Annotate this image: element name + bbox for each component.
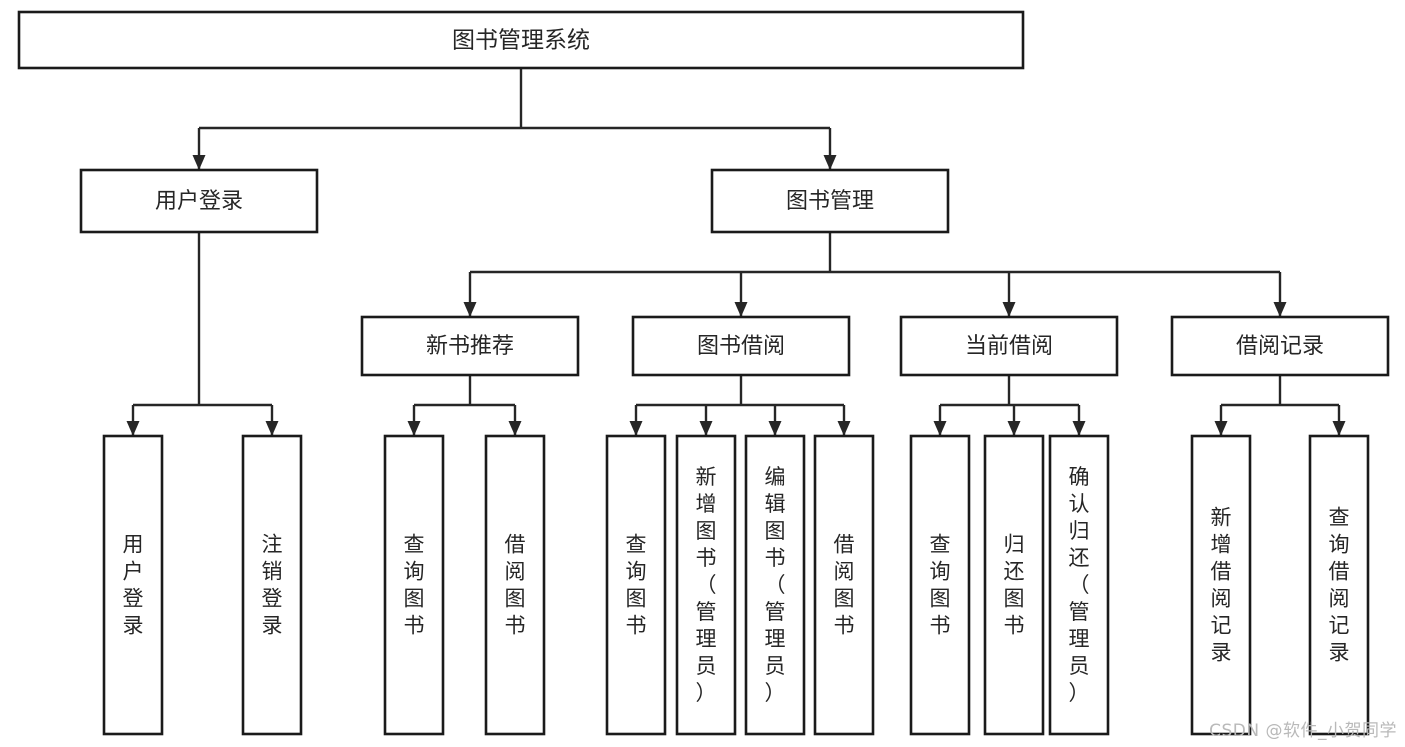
leaf-node-leaf-query-book-current[interactable]: 查询图书 bbox=[909, 434, 971, 736]
leaf-node-box[interactable] bbox=[383, 434, 445, 736]
leaf-node-leaf-add-book-admin[interactable]: 新增图书（管理员） bbox=[675, 434, 737, 736]
connector-arrowhead bbox=[1007, 421, 1021, 436]
leaf-node-leaf-add-borrow-record[interactable]: 新增借阅记录 bbox=[1190, 434, 1252, 736]
connectors-layer bbox=[126, 68, 1346, 436]
connector-arrowhead bbox=[192, 155, 206, 170]
leaf-node-label: 新增借阅记录 bbox=[1211, 506, 1232, 665]
leaf-node-leaf-logout-login[interactable]: 注销登录 bbox=[241, 434, 303, 736]
connector-arrowhead bbox=[508, 421, 522, 436]
level2-node-book-manage[interactable]: 图书管理 bbox=[710, 168, 950, 234]
leaf-node-leaf-return-book[interactable]: 归还图书 bbox=[983, 434, 1045, 736]
leaf-node-leaf-query-book-rec[interactable]: 查询图书 bbox=[383, 434, 445, 736]
connector-arrowhead bbox=[837, 421, 851, 436]
level3-node-new-book-recommend[interactable]: 新书推荐 bbox=[360, 315, 580, 377]
connector-arrowhead bbox=[1002, 302, 1016, 317]
level2-node-user-login-box[interactable] bbox=[79, 168, 319, 234]
leaf-node-leaf-query-borrow-record[interactable]: 查询借阅记录 bbox=[1308, 434, 1370, 736]
level2-node-book-manage-box[interactable] bbox=[710, 168, 950, 234]
level3-node-borrow-record[interactable]: 借阅记录 bbox=[1170, 315, 1390, 377]
leaf-node-label: 查询借阅记录 bbox=[1329, 506, 1350, 665]
connector-arrowhead bbox=[629, 421, 643, 436]
leaf-node-label: 借阅图书 bbox=[505, 533, 526, 638]
leaf-node-leaf-user-login[interactable]: 用户登录 bbox=[102, 434, 164, 736]
level2-node-user-login[interactable]: 用户登录 bbox=[79, 168, 319, 234]
connector-arrowhead bbox=[933, 421, 947, 436]
leaf-node-box[interactable] bbox=[813, 434, 875, 736]
leaf-node-label: 确认归还（管理员） bbox=[1069, 465, 1090, 705]
root-node-root-box[interactable] bbox=[17, 10, 1025, 70]
connector-group bbox=[126, 232, 279, 436]
level3-node-current-borrow-label: 当前借阅 bbox=[965, 334, 1053, 359]
leaf-node-label: 查询图书 bbox=[930, 533, 951, 638]
leaf-node-leaf-edit-book-admin[interactable]: 编辑图书（管理员） bbox=[744, 434, 806, 736]
leaf-node-box[interactable] bbox=[744, 434, 806, 736]
level3-node-book-borrow[interactable]: 图书借阅 bbox=[631, 315, 851, 377]
level3-node-current-borrow[interactable]: 当前借阅 bbox=[899, 315, 1119, 377]
connector-arrowhead bbox=[1214, 421, 1228, 436]
connector-arrowhead bbox=[463, 302, 477, 317]
root-node-root[interactable]: 图书管理系统 bbox=[17, 10, 1025, 70]
leaf-node-box[interactable] bbox=[484, 434, 546, 736]
connector-arrowhead bbox=[1273, 302, 1287, 317]
connector-arrowhead bbox=[265, 421, 279, 436]
leaf-node-box[interactable] bbox=[605, 434, 667, 736]
leaf-node-box[interactable] bbox=[675, 434, 737, 736]
leaf-node-box[interactable] bbox=[983, 434, 1045, 736]
connector-group bbox=[629, 375, 851, 436]
csdn-watermark: CSDN @软件_小贺同学 bbox=[1209, 721, 1397, 741]
level2-node-user-login-label: 用户登录 bbox=[155, 189, 243, 214]
leaf-node-leaf-query-book-borrow[interactable]: 查询图书 bbox=[605, 434, 667, 736]
connector-arrowhead bbox=[1072, 421, 1086, 436]
leaf-node-leaf-borrow-book-rec[interactable]: 借阅图书 bbox=[484, 434, 546, 736]
connector-arrowhead bbox=[823, 155, 837, 170]
leaf-node-label: 查询图书 bbox=[404, 533, 425, 638]
level3-node-current-borrow-box[interactable] bbox=[899, 315, 1119, 377]
leaf-node-label: 用户登录 bbox=[123, 533, 144, 638]
root-node-root-label: 图书管理系统 bbox=[452, 28, 590, 54]
level2-node-book-manage-label: 图书管理 bbox=[786, 189, 874, 214]
connector-arrowhead bbox=[1332, 421, 1346, 436]
connector-group bbox=[407, 375, 522, 436]
connector-arrowhead bbox=[699, 421, 713, 436]
level3-node-borrow-record-label: 借阅记录 bbox=[1236, 334, 1324, 359]
connector-group bbox=[1214, 375, 1346, 436]
level3-node-new-book-recommend-label: 新书推荐 bbox=[426, 334, 514, 359]
connector-arrowhead bbox=[407, 421, 421, 436]
leaf-node-leaf-confirm-return-admin[interactable]: 确认归还（管理员） bbox=[1048, 434, 1110, 736]
leaf-node-box[interactable] bbox=[909, 434, 971, 736]
leaf-node-label: 归还图书 bbox=[1004, 533, 1025, 638]
leaf-node-box[interactable] bbox=[1190, 434, 1252, 736]
connector-arrowhead bbox=[126, 421, 140, 436]
level3-node-book-borrow-label: 图书借阅 bbox=[697, 334, 785, 359]
leaf-node-label: 新增图书（管理员） bbox=[696, 465, 717, 705]
leaf-node-box[interactable] bbox=[241, 434, 303, 736]
level3-node-book-borrow-box[interactable] bbox=[631, 315, 851, 377]
boxes-layer: 图书管理系统用户登录图书管理新书推荐图书借阅当前借阅借阅记录用户登录注销登录查询… bbox=[17, 10, 1390, 736]
connector-arrowhead bbox=[734, 302, 748, 317]
leaf-node-label: 编辑图书（管理员） bbox=[765, 465, 786, 705]
level3-node-new-book-recommend-box[interactable] bbox=[360, 315, 580, 377]
leaf-node-label: 注销登录 bbox=[262, 533, 283, 638]
leaf-node-box[interactable] bbox=[102, 434, 164, 736]
connector-arrowhead bbox=[768, 421, 782, 436]
connector-group bbox=[192, 68, 837, 170]
leaf-node-label: 借阅图书 bbox=[834, 533, 855, 638]
level3-node-borrow-record-box[interactable] bbox=[1170, 315, 1390, 377]
leaf-node-leaf-borrow-book[interactable]: 借阅图书 bbox=[813, 434, 875, 736]
leaf-node-label: 查询图书 bbox=[626, 533, 647, 638]
leaf-node-box[interactable] bbox=[1308, 434, 1370, 736]
leaf-node-box[interactable] bbox=[1048, 434, 1110, 736]
connector-group bbox=[933, 375, 1086, 436]
connector-group bbox=[463, 232, 1287, 317]
